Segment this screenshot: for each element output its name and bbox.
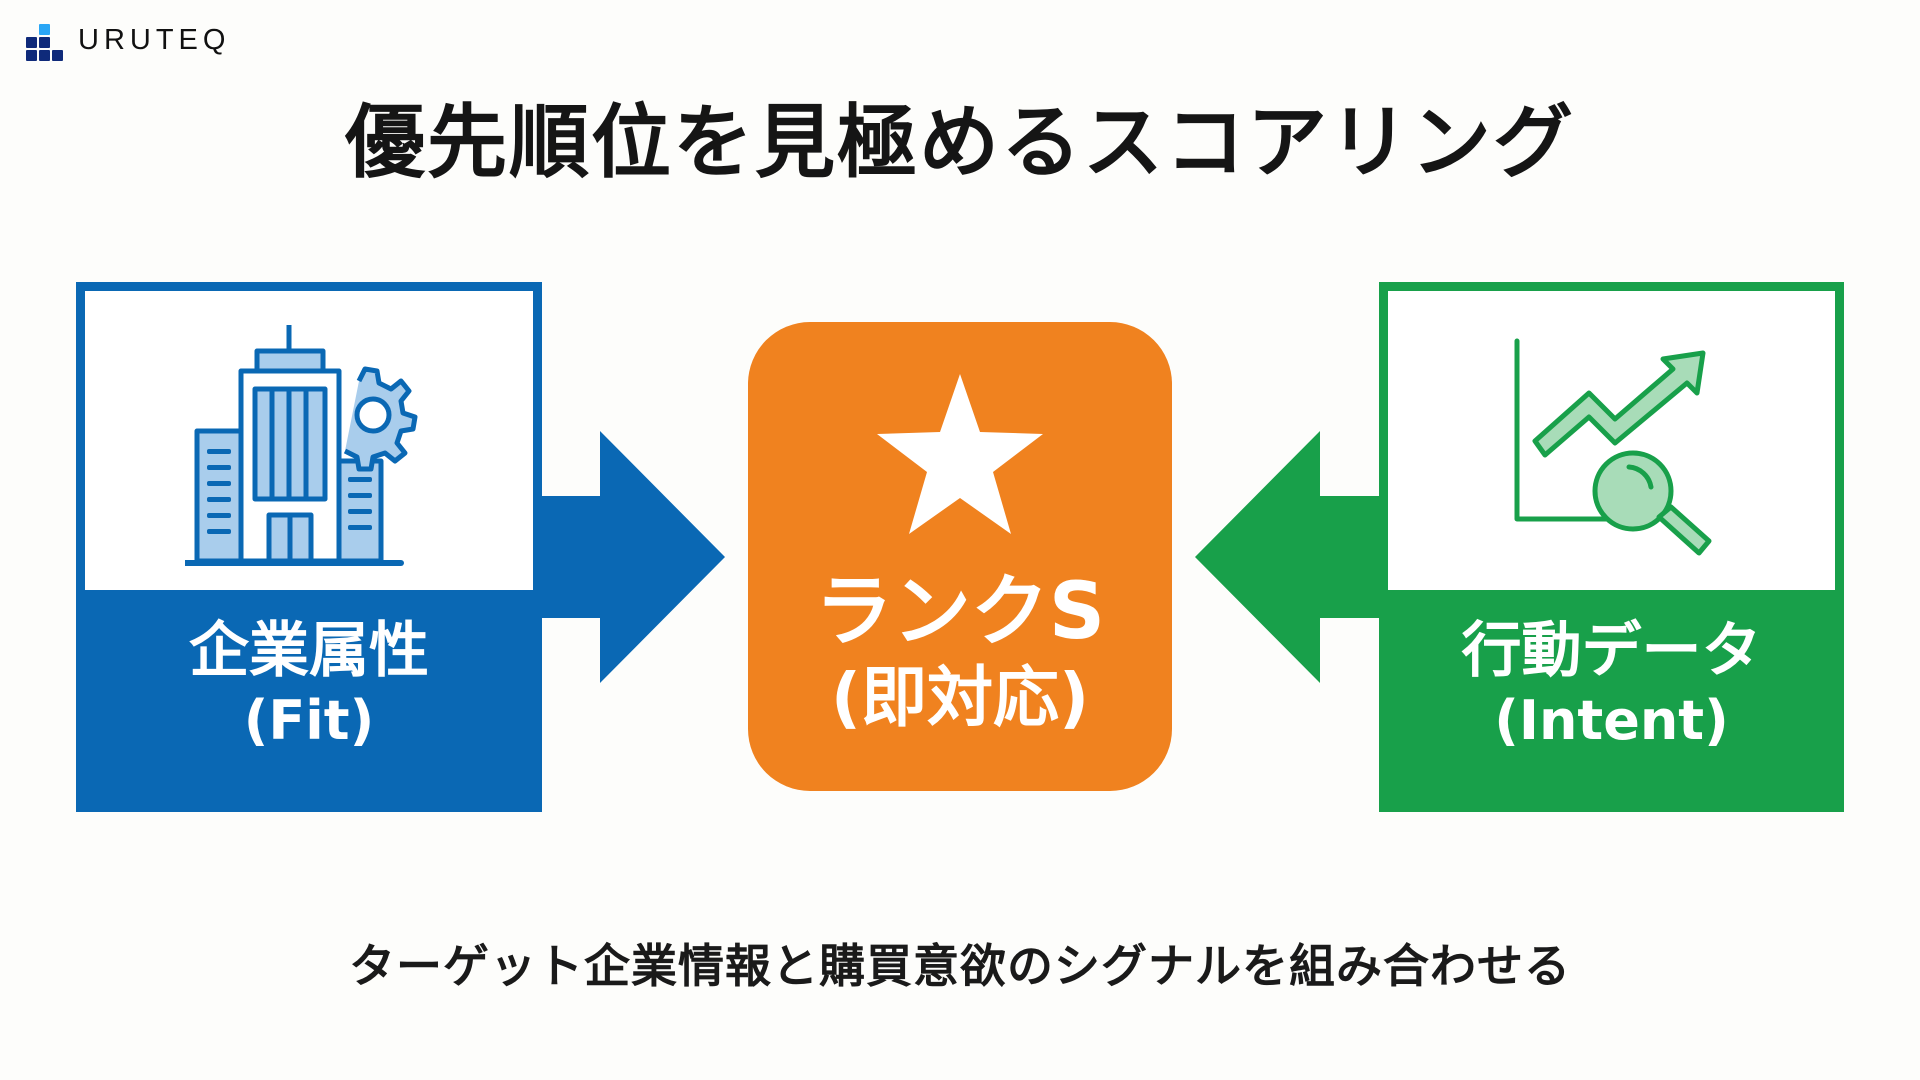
footer-caption: ターゲット企業情報と購買意欲のシグナルを組み合わせる <box>349 939 1571 993</box>
rank-title: ランクS <box>814 567 1106 657</box>
intent-panel: 行動データ (Intent) <box>1379 282 1844 812</box>
chart-magnifier-icon <box>1514 338 1712 556</box>
intent-title: 行動データ <box>1461 616 1762 686</box>
brand-name: URUTEQ <box>78 24 231 56</box>
right-arrow-icon <box>540 431 725 683</box>
fit-label: 企業属性 (Fit) <box>85 590 533 803</box>
logo <box>26 24 66 62</box>
page-title: 優先順位を見極めるスコアリング <box>345 96 1575 189</box>
intent-label: 行動データ (Intent) <box>1388 590 1835 803</box>
fit-subtitle: (Fit) <box>243 689 375 752</box>
intent-subtitle: (Intent) <box>1494 689 1729 752</box>
building-gear-icon <box>185 325 418 566</box>
fit-title: 企業属性 <box>189 616 429 686</box>
left-arrow-icon <box>1195 431 1381 683</box>
logo-blocks-icon <box>26 24 63 61</box>
rank-s-panel: ランクS (即対応) <box>748 322 1172 791</box>
rank-subtitle: (即対応) <box>830 659 1090 736</box>
star-icon <box>877 374 1043 534</box>
fit-panel: 企業属性 (Fit) <box>76 282 542 812</box>
